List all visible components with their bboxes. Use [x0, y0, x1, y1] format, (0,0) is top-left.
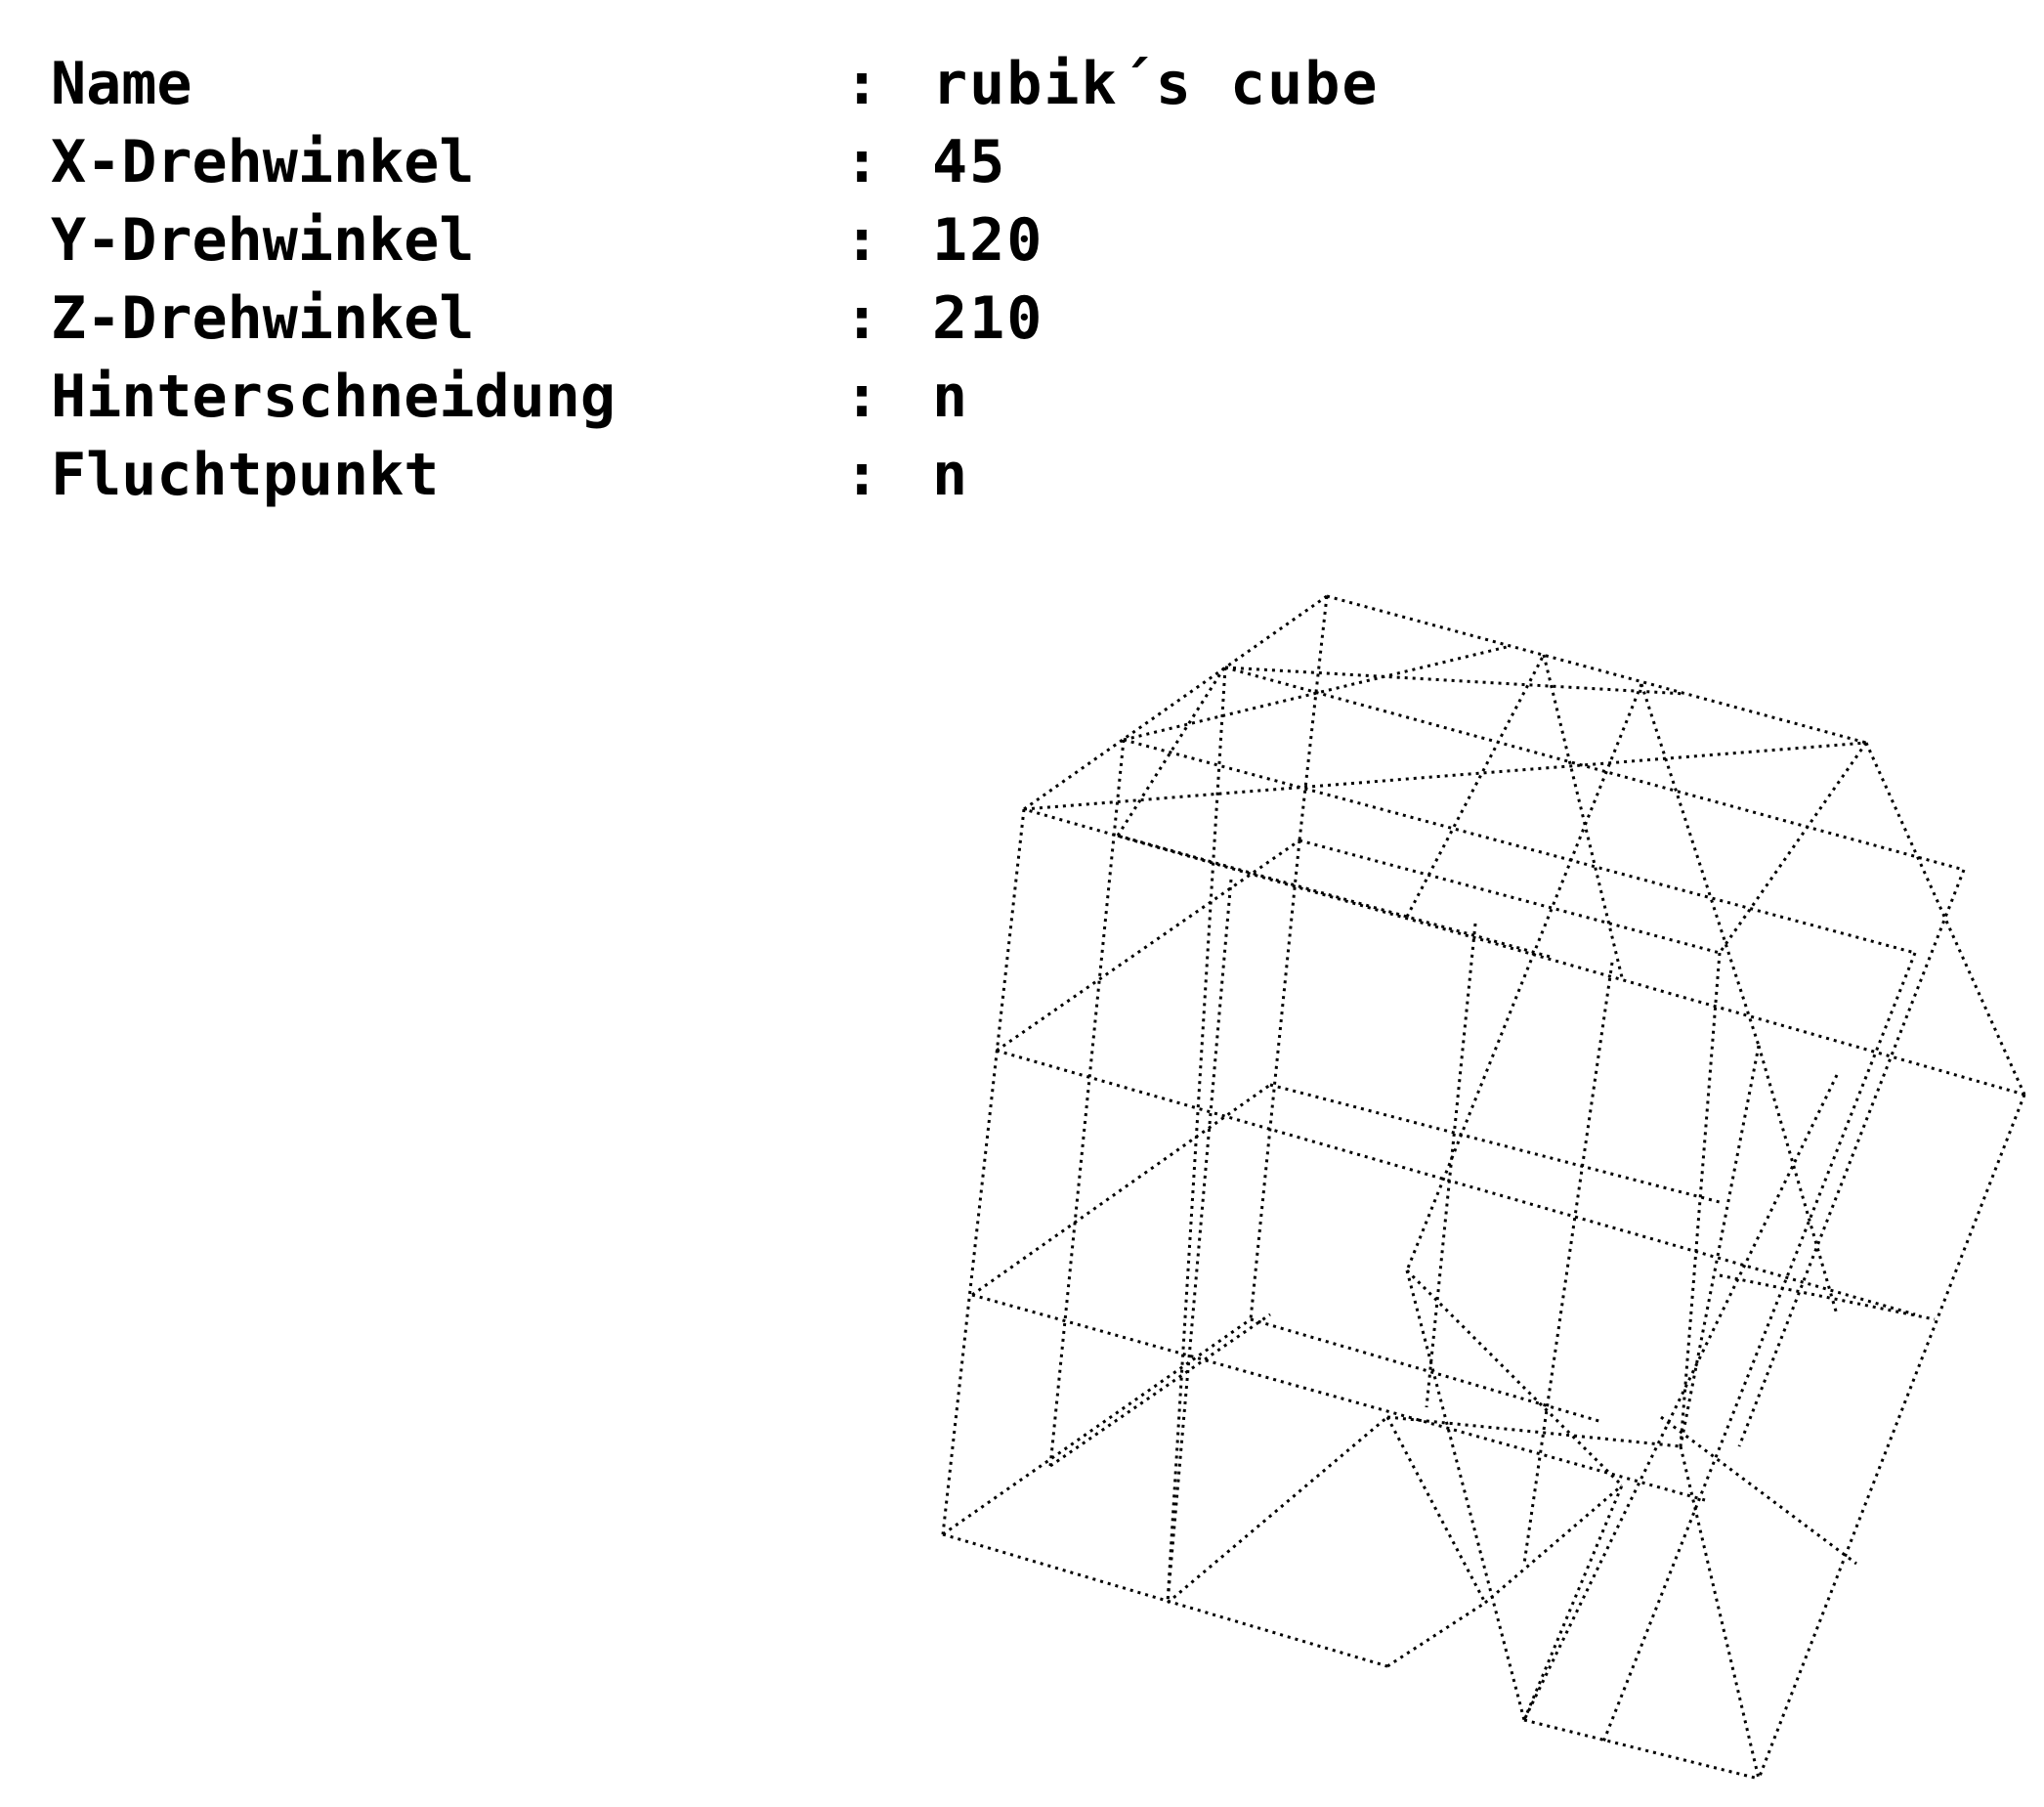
wire-edge [1484, 1484, 1623, 1605]
wire-edge [1660, 1415, 1857, 1566]
wire-edge [1250, 1317, 1603, 1424]
wire-edge [1425, 923, 1477, 1408]
wire-edge [1522, 1484, 1624, 1721]
wire-edge [1023, 594, 1328, 811]
param-row-z-rotation: Z-Drehwinkel : 210 [51, 280, 1379, 358]
wire-edge [1405, 683, 1643, 1271]
wire-edge [1523, 1718, 1760, 1781]
wire-edge [1166, 879, 1233, 1604]
param-row-vanishing-point: Fluchtpunkt : n [51, 436, 1379, 514]
wire-edge [1757, 1094, 2026, 1780]
param-label: Name [51, 50, 192, 118]
wire-edge [942, 1532, 1388, 1668]
wire-edge [1023, 741, 1867, 811]
wire-edge [1326, 594, 1867, 745]
wire-edge [1269, 1083, 1721, 1204]
wire-edge [1386, 1415, 1682, 1448]
param-separator: : [844, 363, 880, 431]
param-separator: : [844, 206, 880, 275]
wire-edge [942, 1317, 1252, 1536]
wire-edge [971, 1083, 1271, 1297]
wire-edge [996, 839, 1300, 1053]
wire-edge [1405, 1269, 1624, 1487]
wire-edge [1116, 664, 1228, 837]
param-row-x-rotation: X-Drehwinkel : 45 [51, 123, 1379, 201]
wire-edge [1600, 952, 1917, 1745]
wire-edge [1405, 1269, 1526, 1721]
param-separator: : [844, 441, 880, 509]
param-value: 210 [932, 284, 1044, 353]
wire-edge [1167, 1415, 1388, 1605]
wire-edge [1386, 1601, 1486, 1668]
wire-edge [1123, 738, 1916, 955]
wire-edge [1864, 742, 2026, 1096]
wire-edge [1639, 683, 1761, 1047]
param-row-y-rotation: Y-Drehwinkel : 120 [51, 201, 1379, 280]
wire-edge [1117, 834, 1554, 960]
wireframe-lines [941, 594, 2026, 1781]
param-value: 120 [932, 206, 1044, 275]
wire-edge [1679, 1445, 1761, 1780]
wire-edge [1679, 952, 1722, 1447]
wire-edge [1679, 1045, 1761, 1447]
param-label: Hinterschneidung [51, 363, 616, 431]
param-label: Fluchtpunkt [51, 441, 440, 509]
wire-edge [1023, 807, 2025, 1097]
wire-edge [1123, 645, 1508, 742]
wire-edge [1249, 839, 1301, 1320]
wire-edge [1522, 962, 1614, 1565]
param-label: Y-Drehwinkel [51, 206, 475, 275]
wire-edge [1719, 1273, 1936, 1321]
param-separator: : [844, 128, 880, 196]
param-separator: : [844, 284, 880, 353]
wire-edge [1718, 742, 1868, 954]
wire-edge [1224, 666, 1686, 696]
param-label: Z-Drehwinkel [51, 284, 475, 353]
wire-edge [1737, 869, 1966, 1447]
param-label: X-Drehwinkel [51, 128, 475, 196]
wire-edge [971, 1293, 1706, 1502]
param-value: rubik´s cube [932, 50, 1380, 118]
param-value: n [932, 363, 970, 431]
wire-edge [1048, 739, 1126, 1467]
param-row-name: Name : rubik´s cube [51, 45, 1379, 123]
wire-edge [1405, 654, 1546, 918]
wire-edge [1224, 666, 1965, 872]
param-row-hidden-line-removal: Hinterschneidung : n [51, 358, 1379, 436]
wire-edge [1049, 1312, 1271, 1468]
wire-edge [1522, 1074, 1839, 1721]
wire-edge [996, 1049, 1916, 1316]
wire-edge [941, 808, 1026, 1535]
wire-edge [1299, 839, 1721, 955]
param-value: n [932, 441, 970, 509]
wire-edge [1298, 595, 1329, 841]
parameter-list: Name : rubik´s cube X-Drehwinkel : 45 Y-… [51, 45, 1379, 514]
wire-edge [1385, 1416, 1487, 1604]
param-value: 45 [932, 128, 1007, 196]
param-separator: : [844, 50, 880, 118]
wire-edge [1542, 654, 1624, 978]
